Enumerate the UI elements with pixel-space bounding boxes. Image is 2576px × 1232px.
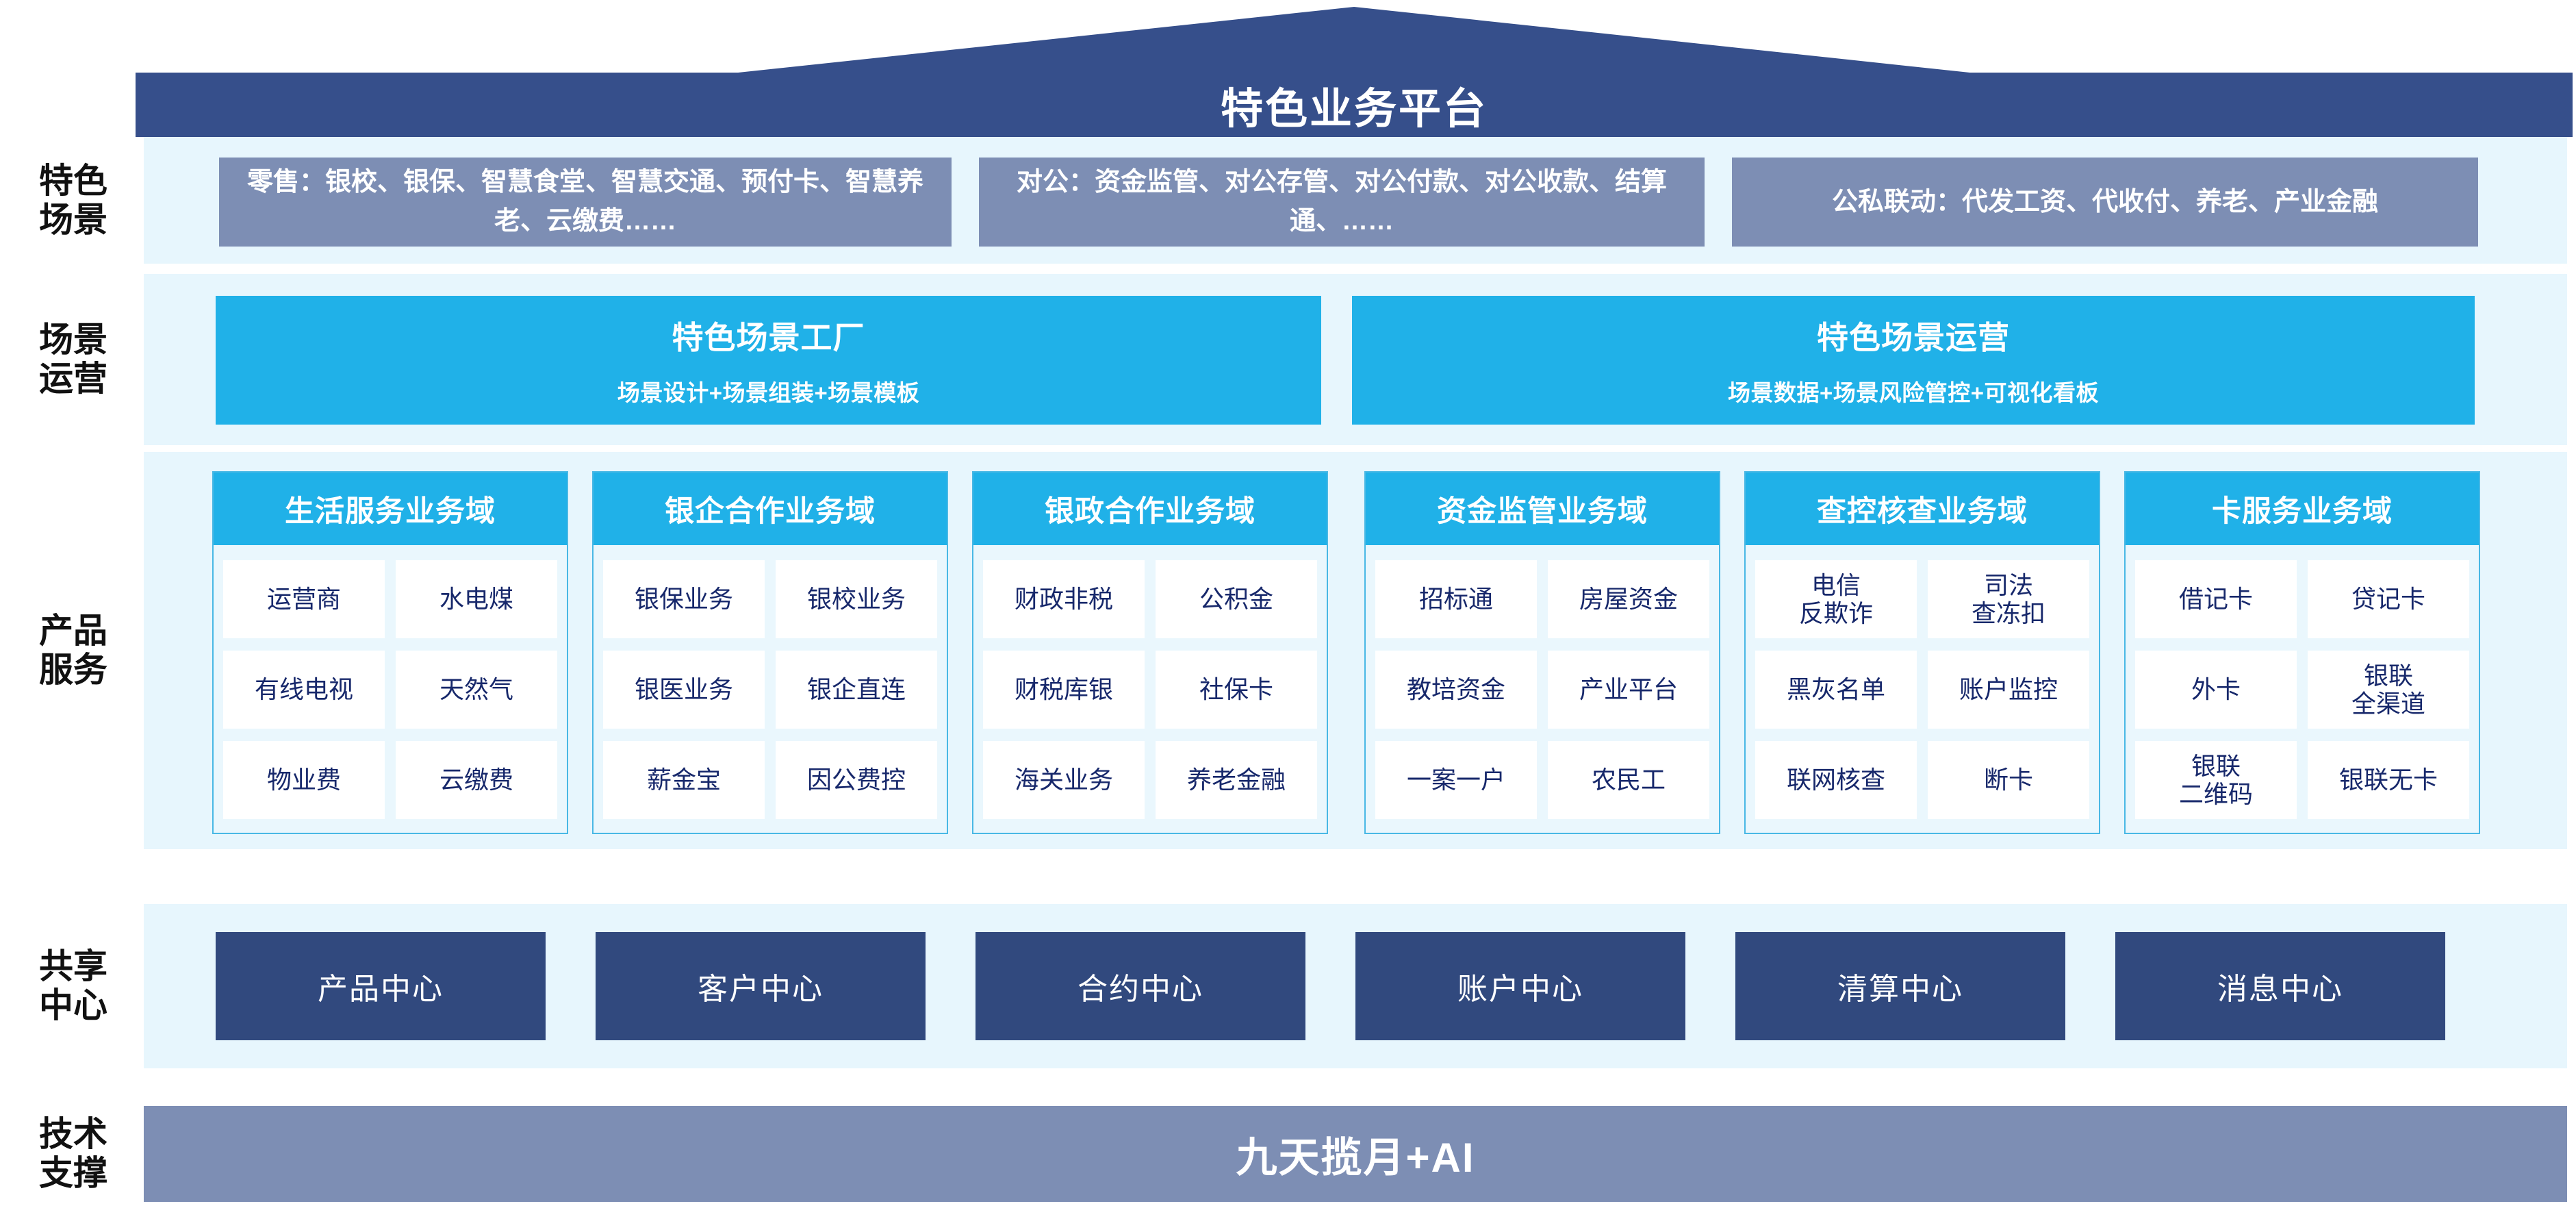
domain-cell[interactable]: 招标通 — [1375, 560, 1537, 638]
domain-cell[interactable]: 水电煤 — [396, 560, 557, 638]
center-box-clearing[interactable]: 清算中心 — [1735, 932, 2065, 1040]
domain-card-bank-enterprise[interactable]: 银企合作业务域 银保业务 银校业务 银医业务 银企直连 薪金宝 因公费控 — [592, 471, 948, 834]
domain-card-investigation-verification[interactable]: 查控核查业务域 电信 反欺诈 司法 查冻扣 黑灰名单 账户监控 联网核查 断卡 — [1744, 471, 2100, 834]
domain-cell[interactable]: 银保业务 — [603, 560, 765, 638]
domain-cell[interactable]: 产业平台 — [1548, 651, 1709, 729]
scene-box-retail[interactable]: 零售：银校、银保、智慧食堂、智慧交通、预付卡、智慧养老、云缴费…… — [219, 158, 952, 247]
domain-cell[interactable]: 公积金 — [1156, 560, 1317, 638]
domain-cell[interactable]: 联网核查 — [1755, 741, 1917, 819]
domain-cell[interactable]: 农民工 — [1548, 741, 1709, 819]
domain-cell[interactable]: 海关业务 — [983, 741, 1145, 819]
domain-grid-investigation-verification: 电信 反欺诈 司法 查冻扣 黑灰名单 账户监控 联网核查 断卡 — [1746, 545, 2099, 833]
row-label-tech-line2: 支撑 — [39, 1154, 107, 1192]
domain-cell[interactable]: 养老金融 — [1156, 741, 1317, 819]
domain-cell[interactable]: 云缴费 — [396, 741, 557, 819]
banner-body — [136, 73, 2573, 137]
row-label-scenes-line2: 场景 — [39, 200, 107, 239]
center-box-contract[interactable]: 合约中心 — [975, 932, 1305, 1040]
domain-title-card-service: 卡服务业务域 — [2126, 473, 2479, 545]
domain-card-card-service[interactable]: 卡服务业务域 借记卡 贷记卡 外卡 银联 全渠道 银联 二维码 银联无卡 — [2124, 471, 2480, 834]
center-box-message[interactable]: 消息中心 — [2115, 932, 2445, 1040]
ops-box-scene-factory[interactable]: 特色场景工厂 场景设计+场景组装+场景模板 — [216, 296, 1321, 425]
domain-grid-life-service: 运营商 水电煤 有线电视 天然气 物业费 云缴费 — [214, 545, 567, 833]
domain-grid-fund-supervision: 招标通 房屋资金 教培资金 产业平台 一案一户 农民工 — [1366, 545, 1719, 833]
domain-title-life-service: 生活服务业务域 — [214, 473, 567, 545]
center-box-customer[interactable]: 客户中心 — [596, 932, 926, 1040]
row-label-scenes-line1: 特色 — [39, 161, 107, 200]
domain-cell[interactable]: 社保卡 — [1156, 651, 1317, 729]
domain-cell[interactable]: 银联 全渠道 — [2308, 651, 2469, 729]
domain-card-life-service[interactable]: 生活服务业务域 运营商 水电煤 有线电视 天然气 物业费 云缴费 — [212, 471, 568, 834]
row-label-operations-line2: 运营 — [39, 360, 107, 398]
domain-card-bank-government[interactable]: 银政合作业务域 财政非税 公积金 财税库银 社保卡 海关业务 养老金融 — [972, 471, 1328, 834]
domain-cell[interactable]: 房屋资金 — [1548, 560, 1709, 638]
domain-cell[interactable]: 断卡 — [1928, 741, 2089, 819]
center-box-account[interactable]: 账户中心 — [1355, 932, 1685, 1040]
row-label-centers: 共享 中心 — [10, 904, 137, 1068]
ops-title-scene-operation: 特色场景运营 — [1817, 320, 2010, 355]
platform-banner: 特色业务平台 — [136, 7, 2573, 137]
row-label-operations-line1: 场景 — [39, 320, 107, 359]
domain-title-bank-enterprise: 银企合作业务域 — [594, 473, 947, 545]
domain-card-fund-supervision[interactable]: 资金监管业务域 招标通 房屋资金 教培资金 产业平台 一案一户 农民工 — [1364, 471, 1720, 834]
domain-cell[interactable]: 物业费 — [223, 741, 385, 819]
row-label-operations: 场景 运营 — [10, 274, 137, 445]
row-label-scenes: 特色 场景 — [10, 137, 137, 264]
domain-cell[interactable]: 贷记卡 — [2308, 560, 2469, 638]
domain-cell[interactable]: 一案一户 — [1375, 741, 1537, 819]
domain-cell[interactable]: 银联 二维码 — [2135, 741, 2297, 819]
domain-cell[interactable]: 司法 查冻扣 — [1928, 560, 2089, 638]
domain-cell[interactable]: 银联无卡 — [2308, 741, 2469, 819]
domain-cell[interactable]: 财税库银 — [983, 651, 1145, 729]
tech-support-bar[interactable]: 九天揽月+AI — [144, 1106, 2567, 1202]
ops-subtitle-scene-factory: 场景设计+场景组装+场景模板 — [617, 380, 920, 405]
domain-cell[interactable]: 天然气 — [396, 651, 557, 729]
domain-cell[interactable]: 黑灰名单 — [1755, 651, 1917, 729]
row-label-products-line1: 产品 — [39, 612, 107, 650]
page-title: 特色业务平台 — [1220, 86, 1488, 133]
domain-grid-bank-government: 财政非税 公积金 财税库银 社保卡 海关业务 养老金融 — [973, 545, 1327, 833]
center-box-product[interactable]: 产品中心 — [216, 932, 546, 1040]
domain-cell[interactable]: 财政非税 — [983, 560, 1145, 638]
domain-cell[interactable]: 电信 反欺诈 — [1755, 560, 1917, 638]
domain-cell[interactable]: 运营商 — [223, 560, 385, 638]
domain-title-bank-government: 银政合作业务域 — [973, 473, 1327, 545]
ops-subtitle-scene-operation: 场景数据+场景风险管控+可视化看板 — [1727, 380, 2100, 405]
domain-cell[interactable]: 银校业务 — [776, 560, 937, 638]
domain-grid-card-service: 借记卡 贷记卡 外卡 银联 全渠道 银联 二维码 银联无卡 — [2126, 545, 2479, 833]
domain-title-investigation-verification: 查控核查业务域 — [1746, 473, 2099, 545]
row-label-centers-line2: 中心 — [39, 986, 107, 1024]
ops-box-scene-operation[interactable]: 特色场景运营 场景数据+场景风险管控+可视化看板 — [1352, 296, 2475, 425]
row-label-tech: 技术 支撑 — [10, 1085, 137, 1222]
domain-cell[interactable]: 薪金宝 — [603, 741, 765, 819]
domain-cell[interactable]: 教培资金 — [1375, 651, 1537, 729]
row-label-centers-line1: 共享 — [39, 947, 107, 985]
domain-grid-bank-enterprise: 银保业务 银校业务 银医业务 银企直连 薪金宝 因公费控 — [594, 545, 947, 833]
domain-cell[interactable]: 外卡 — [2135, 651, 2297, 729]
row-label-tech-line1: 技术 — [39, 1115, 107, 1153]
domain-cell[interactable]: 账户监控 — [1928, 651, 2089, 729]
scene-box-public-private[interactable]: 公私联动：代发工资、代收付、养老、产业金融 — [1732, 158, 2478, 247]
domain-cell[interactable]: 银企直连 — [776, 651, 937, 729]
ops-title-scene-factory: 特色场景工厂 — [672, 320, 865, 355]
domain-cell[interactable]: 银医业务 — [603, 651, 765, 729]
row-label-products-line2: 服务 — [39, 651, 107, 689]
row-label-products: 产品 服务 — [10, 452, 137, 849]
domain-cell[interactable]: 有线电视 — [223, 651, 385, 729]
domain-title-fund-supervision: 资金监管业务域 — [1366, 473, 1719, 545]
scene-box-corporate[interactable]: 对公：资金监管、对公存管、对公付款、对公收款、结算通、…… — [979, 158, 1705, 247]
domain-cell[interactable]: 因公费控 — [776, 741, 937, 819]
domain-cell[interactable]: 借记卡 — [2135, 560, 2297, 638]
